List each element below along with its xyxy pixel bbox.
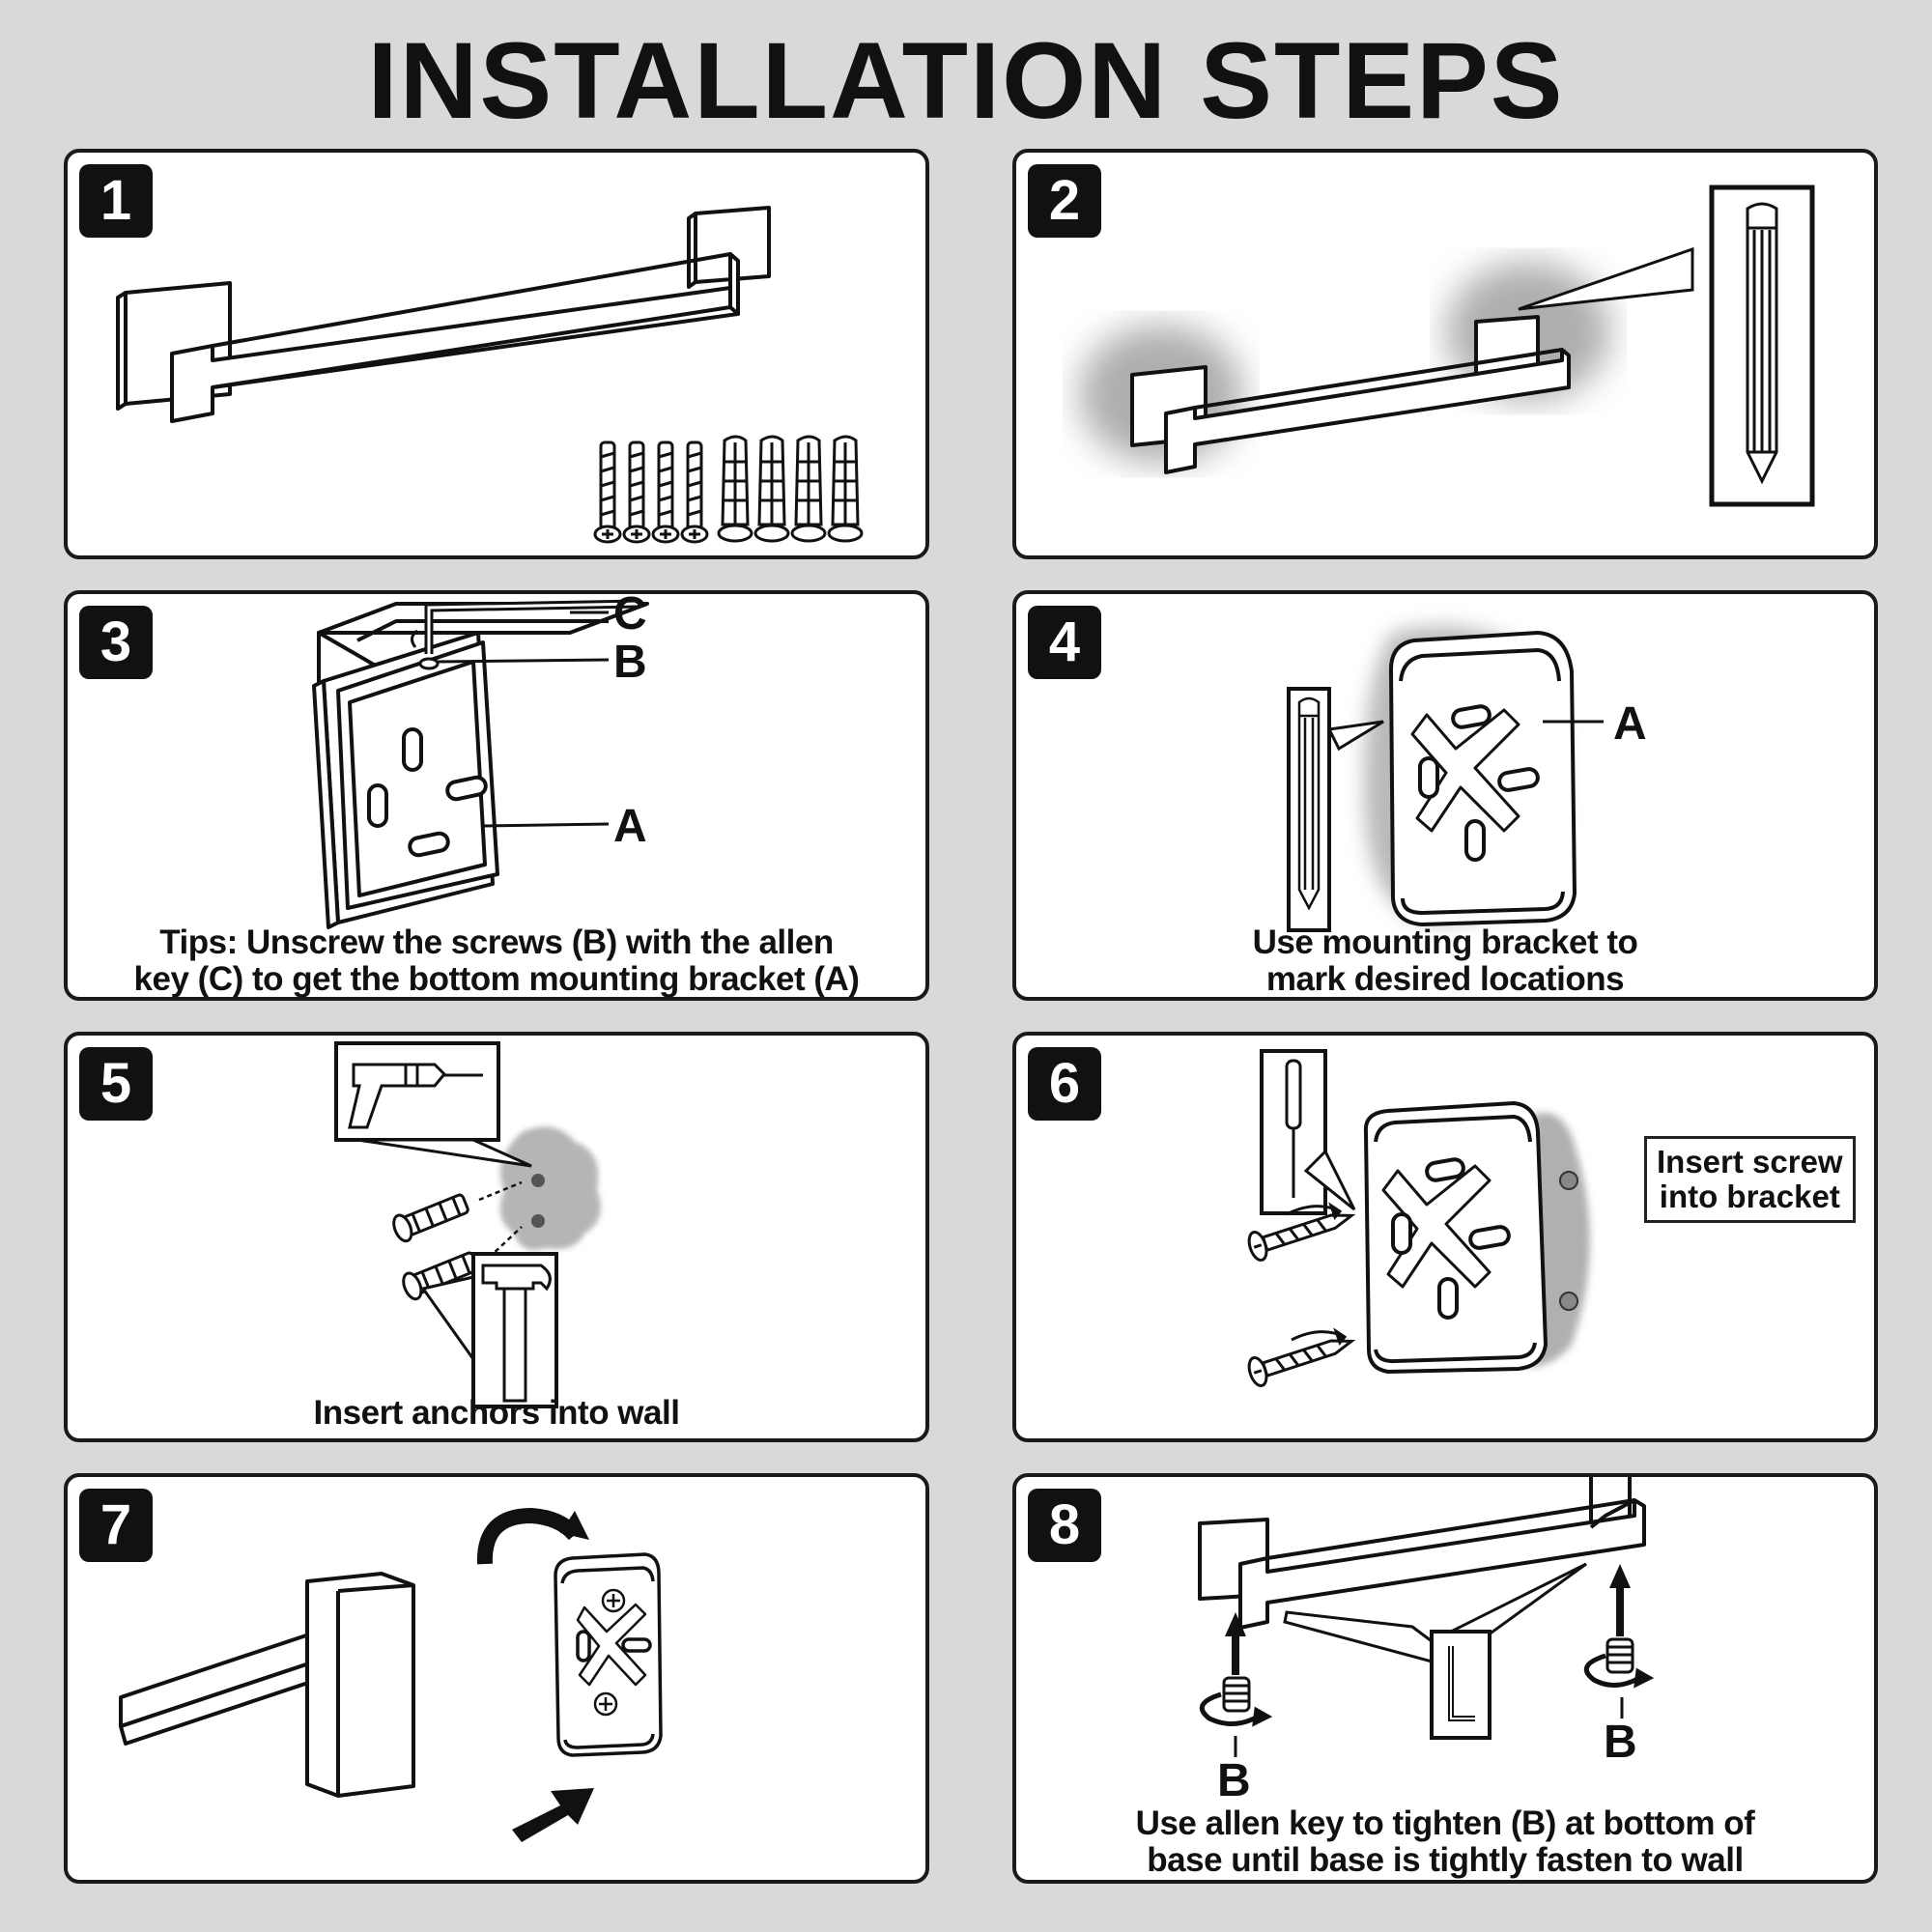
note-line: Insert screw [1657,1145,1843,1179]
caption-line: Insert anchors into wall [68,1395,925,1432]
caption-line: key (C) to get the bottom mounting brack… [68,961,925,998]
caption-line: Tips: Unscrew the screws (B) with the al… [68,924,925,961]
mounting-bracket [1366,1103,1546,1372]
label-b-right: B [1604,1717,1637,1768]
mark-wall-position-illustration [1016,153,1874,555]
label-a: A [1613,698,1647,750]
pencil-icon [1299,698,1319,908]
step-6-panel: 6 [1012,1032,1878,1442]
label-b: B [613,637,647,688]
attach-bar-to-bracket-illustration [68,1477,925,1880]
label-b-left: B [1217,1755,1251,1806]
mounting-bracket [555,1554,661,1755]
mounting-bracket-a [1391,633,1575,924]
step-4-caption: Use mounting bracket to mark desired loc… [1016,924,1874,998]
step-8-caption: Use allen key to tighten (B) at bottom o… [1016,1805,1874,1879]
caption-line: Use mounting bracket to [1016,924,1874,961]
note-line: into bracket [1657,1179,1843,1214]
set-screw-b-left-icon [1202,1678,1269,1724]
step-5-panel: 5 [64,1032,929,1442]
screw-set-icon [595,442,707,542]
step-5-caption: Insert anchors into wall [68,1395,925,1432]
step-3-caption: Tips: Unscrew the screws (B) with the al… [68,924,925,998]
screw-b-icon [420,659,438,668]
wall-anchor-set-icon [719,437,862,541]
set-screw-b-right-icon [1586,1639,1651,1686]
label-c: C [613,594,647,639]
drill-and-anchor-illustration [68,1036,925,1438]
towel-bar-with-hardware-illustration [68,153,925,555]
page-title: INSTALLATION STEPS [0,27,1932,135]
label-a: A [613,801,647,852]
step-4-panel: 4 A Use mounting bracket to mark desired [1012,590,1878,1001]
screw-icon [1246,1202,1356,1388]
rotate-arrow-icon [485,1516,575,1564]
screw-bracket-to-wall-illustration [1016,1036,1874,1438]
caption-line: mark desired locations [1016,961,1874,998]
step-8-panel: 8 B [1012,1473,1878,1884]
push-arrow-icon [512,1788,594,1842]
step-2-panel: 2 [1012,149,1878,559]
step-7-panel: 7 [64,1473,929,1884]
caption-line: Use allen key to tighten (B) at bottom o… [1016,1805,1874,1842]
step-1-panel: 1 [64,149,929,559]
pencil-icon [1747,204,1776,481]
caption-line: base until base is tightly fasten to wal… [1016,1842,1874,1879]
insert-screw-note: Insert screw into bracket [1644,1136,1856,1223]
step-3-panel: 3 C B A Tips: Unscrew the scr [64,590,929,1001]
allen-key-callout-box [1432,1632,1490,1738]
